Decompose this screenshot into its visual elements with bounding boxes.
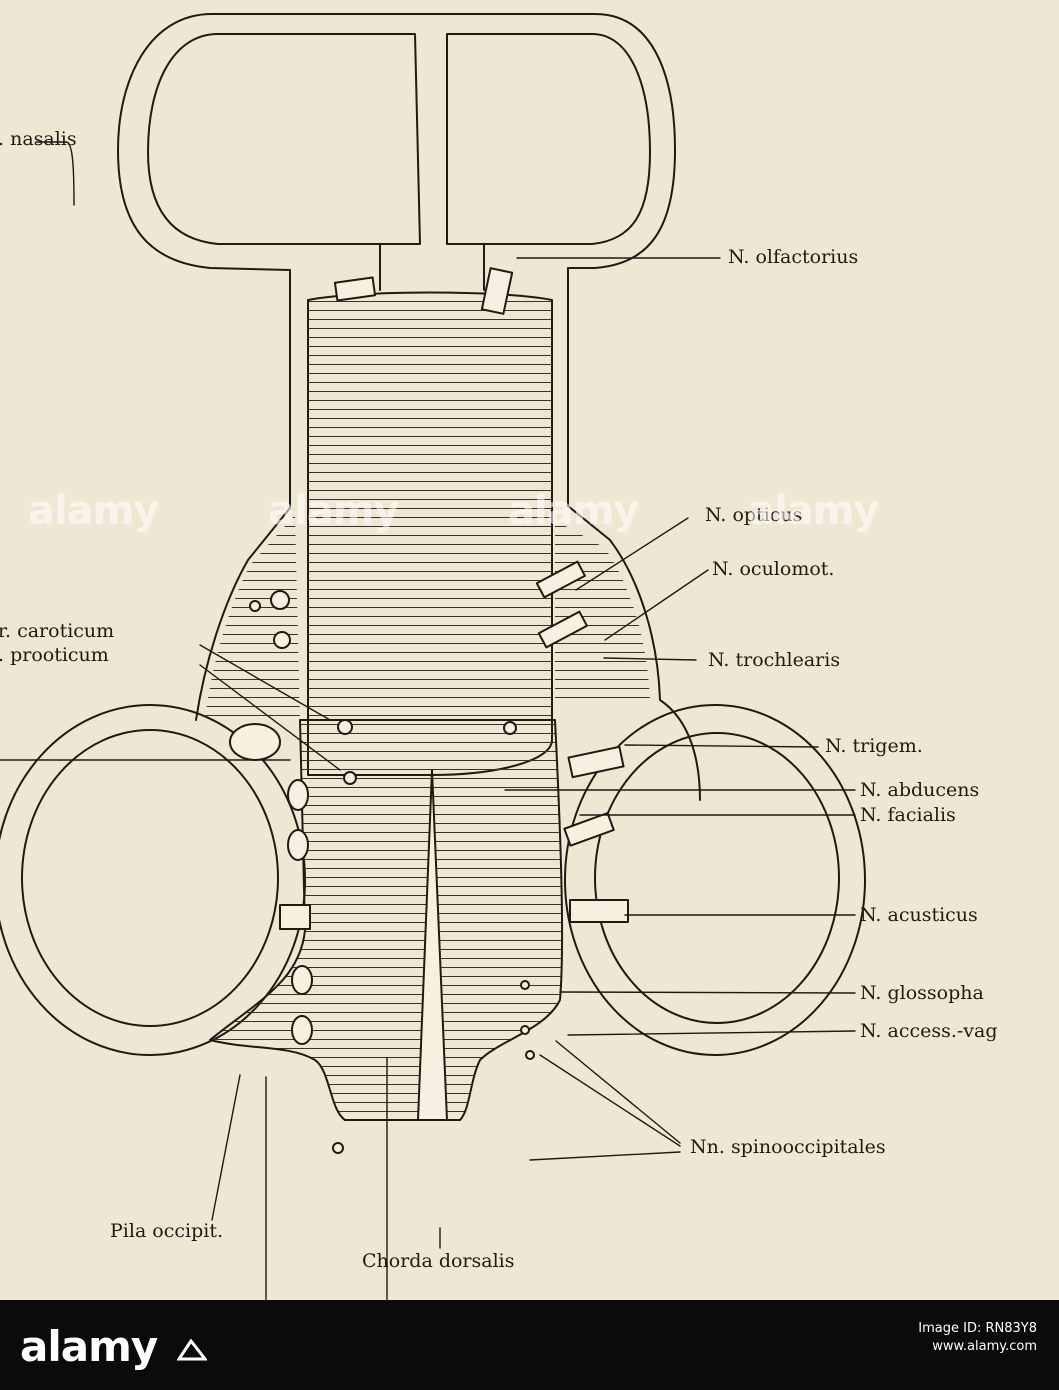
nerve-stubs	[229, 267, 629, 1154]
label-caroticum: r. caroticum	[0, 620, 115, 642]
label-nasalis: . nasalis	[0, 128, 77, 150]
otic-capsule-right-inner	[594, 732, 840, 1024]
label-acusticus: N. acusticus	[860, 904, 978, 926]
label-abducens: N. abducens	[860, 779, 980, 801]
cranium-outline	[195, 505, 701, 801]
nasal-capsule-left-outer	[117, 13, 428, 271]
label-trochlearis: N. trochlearis	[708, 649, 841, 671]
stock-id-block: Image ID: RN83Y8 www.alamy.com	[918, 1320, 1037, 1355]
label-oculomot: N. oculomot.	[712, 558, 835, 580]
logo-mark-icon	[176, 1338, 207, 1360]
label-trigem: N. trigem.	[825, 735, 923, 757]
watermark-3: alamy	[508, 488, 639, 534]
chondrocranium-diagram	[0, 13, 866, 1300]
image-id: Image ID: RN83Y8	[918, 1321, 1037, 1336]
label-prooticum: . prooticum	[0, 644, 109, 666]
chorda-dorsalis	[417, 769, 448, 1121]
label-olfactorius: N. olfactorius	[728, 246, 859, 268]
lateral-wall-left	[205, 515, 300, 720]
nasal-capsule-right-outer	[436, 13, 676, 269]
lateral-wall-right	[555, 520, 650, 702]
otic-capsule-left-inner	[21, 729, 279, 1027]
leader-lines	[0, 141, 856, 1300]
nasal-capsule-left-inner	[147, 33, 421, 245]
label-pila-occipit: Pila occipit.	[110, 1220, 224, 1242]
stock-footer: alamy Image ID: RN83Y8 www.alamy.com	[0, 1300, 1059, 1390]
label-access-vag: N. access.-vag	[860, 1020, 998, 1042]
watermark-4: alamy	[748, 488, 879, 534]
basal-plate	[209, 719, 564, 1121]
watermark-2: alamy	[268, 488, 399, 534]
watermark-1: alamy	[28, 488, 159, 534]
label-spinooccipitales: Nn. spinooccipitales	[690, 1136, 886, 1158]
nasal-capsule-right-inner	[446, 33, 651, 245]
label-chorda-dorsalis: Chorda dorsalis	[362, 1250, 515, 1272]
logo-text: alamy	[20, 1322, 158, 1371]
site-url: www.alamy.com	[932, 1338, 1037, 1354]
label-opticus: N. opticus	[705, 504, 803, 526]
alamy-logo: alamy	[20, 1322, 207, 1371]
label-facialis: N. facialis	[860, 804, 956, 826]
label-glossopha: N. glossopha	[860, 982, 984, 1004]
otic-capsule-right-outer	[564, 704, 866, 1056]
illustration-plate: . nasalis N. olfactorius N. opticus N. o…	[0, 13, 998, 1300]
